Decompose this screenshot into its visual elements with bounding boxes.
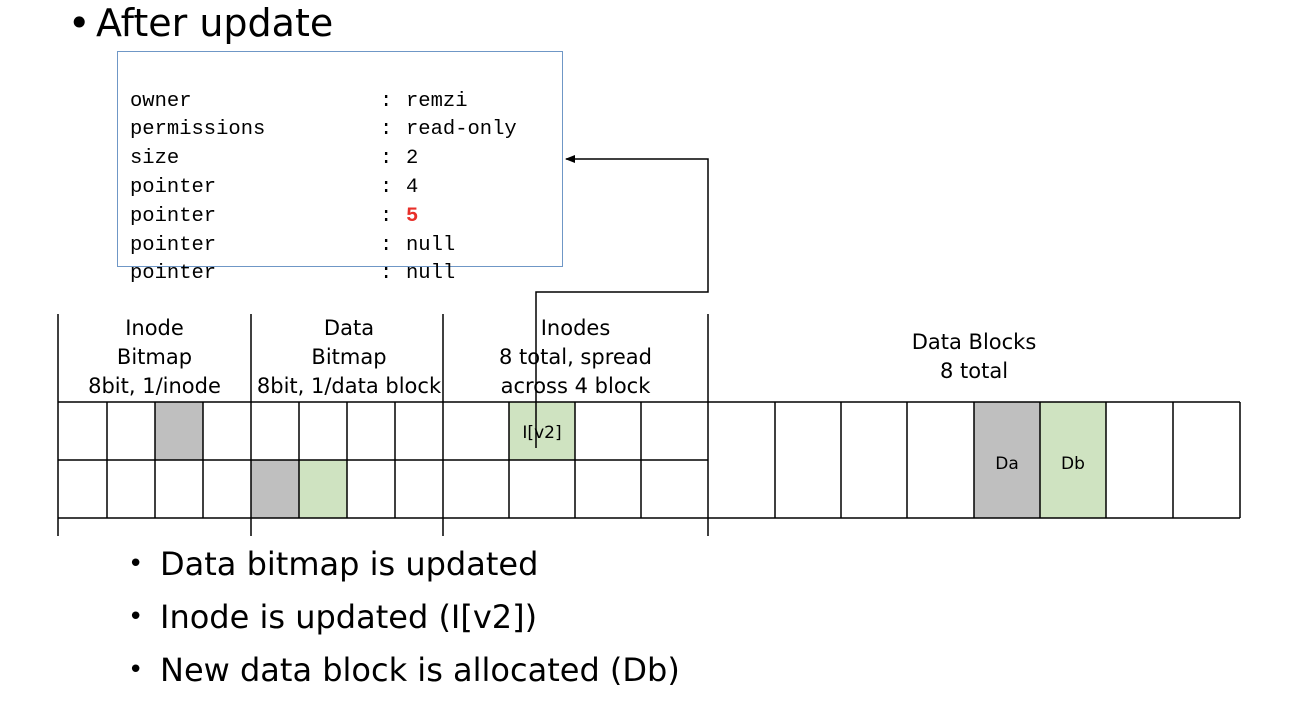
data-block-b-label: Db bbox=[1061, 454, 1085, 474]
inode-bitmap-label: Inode Bitmap 8bit, 1/inode bbox=[88, 316, 221, 398]
bullet-new-block: New data block is allocated (Db) bbox=[128, 644, 680, 697]
data-bitmap-label: Data Bitmap 8bit, 1/data block bbox=[256, 316, 442, 398]
inode-field-permissions: permissions:read-only bbox=[130, 118, 517, 141]
inode-field-pointer-2: pointer:5 bbox=[130, 205, 419, 228]
inode-v2-cell bbox=[509, 402, 575, 460]
data-block-b bbox=[1040, 402, 1106, 518]
title-bullet: • bbox=[68, 1, 91, 45]
data-bitmap-used-bit bbox=[251, 460, 299, 518]
title-text: After update bbox=[96, 1, 334, 45]
data-bitmap-new-bit bbox=[299, 460, 347, 518]
bullet-data-bitmap: Data bitmap is updated bbox=[128, 538, 680, 591]
inode-contents-box: owner:remzi permissions:read-only size:2… bbox=[117, 51, 563, 285]
inode-field-pointer-1: pointer:4 bbox=[130, 176, 419, 199]
inode-field-size: size:2 bbox=[130, 147, 419, 170]
bullet-list: Data bitmap is updated Inode is updated … bbox=[128, 538, 680, 697]
data-blocks-label: Data Blocks 8 total bbox=[911, 330, 1037, 383]
data-block-a bbox=[974, 402, 1040, 518]
inodes-label: Inodes 8 total, spread across 4 block bbox=[499, 316, 652, 398]
inode-bitmap-used-bit bbox=[155, 402, 203, 460]
data-block-a-label: Da bbox=[995, 454, 1019, 474]
inode-v2-label: I[v2] bbox=[522, 423, 562, 443]
inode-pointer-arrow bbox=[535, 155, 709, 448]
inode-field-pointer-3: pointer:null bbox=[130, 234, 456, 257]
bullet-inode-updated: Inode is updated (I[v2]) bbox=[128, 591, 680, 644]
grid-lines bbox=[57, 314, 1241, 536]
inode-field-pointer-4: pointer:null bbox=[130, 262, 456, 285]
inode-field-owner: owner:remzi bbox=[130, 90, 468, 113]
slide-title: •After update bbox=[68, 0, 333, 46]
